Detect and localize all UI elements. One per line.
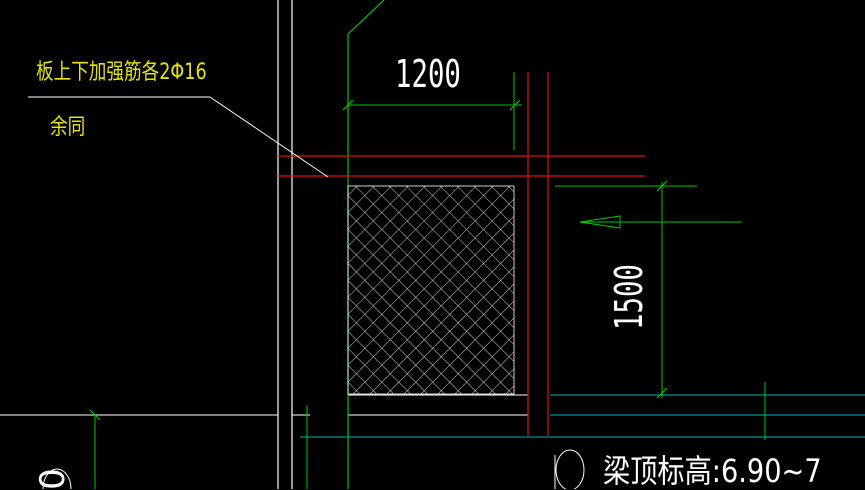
dimension-1500 [555, 180, 766, 440]
rebar-lines [278, 72, 645, 436]
annotation-leader [28, 96, 329, 178]
beam-lines [300, 394, 865, 438]
rebar-note-text: 板上下加强筋各2Φ16 [36, 60, 207, 85]
rebar-note-secondary-text: 余同 [50, 115, 86, 140]
dimension-1200-label: 1200 [395, 52, 461, 96]
beam-elevation-label: 梁顶标高:6.90~7 [603, 452, 822, 490]
dimension-1200 [342, 72, 522, 150]
wall-lines [0, 0, 528, 489]
dimension-1500-label: 1500 [607, 264, 651, 330]
hatched-opening [347, 185, 515, 395]
section-arrow [579, 215, 742, 229]
partial-digit-left: 0 [32, 468, 73, 490]
grid-bubble-partials [42, 449, 585, 489]
